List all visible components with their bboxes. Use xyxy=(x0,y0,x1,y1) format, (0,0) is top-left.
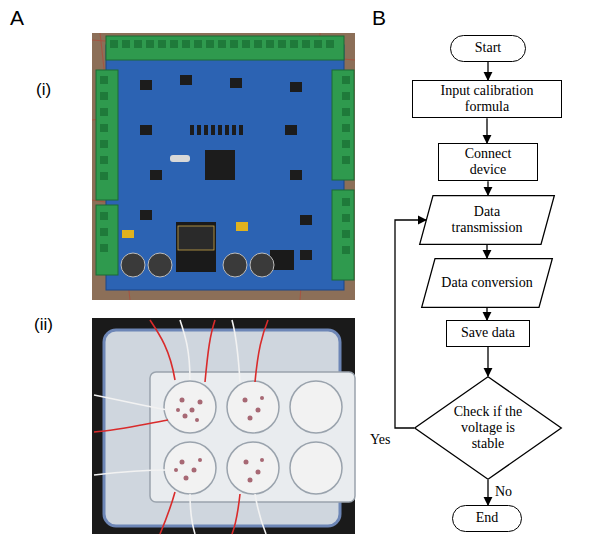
node-text: End xyxy=(476,510,499,526)
sub-panel-label: (i) xyxy=(36,80,51,100)
flow-connector xyxy=(395,220,426,428)
panel-letter: A xyxy=(10,6,24,30)
start-terminal: Start xyxy=(450,35,526,62)
well-plate-photo xyxy=(92,318,355,534)
flow-connector xyxy=(487,181,488,195)
node-text: Input calibration formula xyxy=(419,83,555,115)
process-box: Connect device xyxy=(438,143,538,181)
pcb-photo xyxy=(92,33,355,300)
node-text: Connect device xyxy=(445,146,531,178)
flow-connector xyxy=(486,245,487,258)
node-text: Start xyxy=(475,40,501,56)
io-parallelogram: Data transmission xyxy=(419,195,555,245)
node-text: Data transmission xyxy=(437,204,537,236)
node-text: Check if the voltage is stable xyxy=(444,404,532,452)
edge-label: Yes xyxy=(369,432,391,448)
flow-connector xyxy=(487,480,488,505)
flow-connector xyxy=(487,62,488,80)
flow-connector xyxy=(487,347,488,376)
process-box: Save data xyxy=(446,320,530,347)
process-box: Input calibration formula xyxy=(412,80,562,118)
edge-label: No xyxy=(494,484,513,500)
flow-connector xyxy=(486,118,487,143)
node-text: Data conversion xyxy=(441,275,532,291)
sub-panel-label: (ii) xyxy=(34,315,53,335)
decision-diamond: Check if the voltage is stable xyxy=(414,376,562,480)
io-parallelogram: Data conversion xyxy=(421,258,553,308)
panel-letter: B xyxy=(372,6,386,30)
node-text: Save data xyxy=(461,325,515,341)
end-terminal: End xyxy=(452,505,522,532)
flow-connector xyxy=(486,308,487,320)
